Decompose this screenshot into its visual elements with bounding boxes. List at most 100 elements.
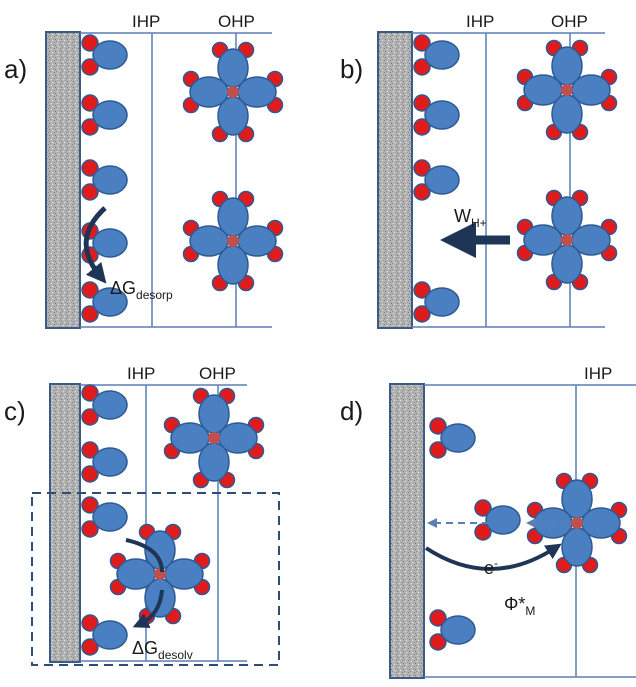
electrode [377, 31, 413, 329]
hydrogen-atom [81, 183, 99, 201]
hydrogen-atom [413, 183, 431, 201]
water-molecule [81, 384, 128, 426]
solvated-cation [516, 189, 618, 291]
hydrogen-atom [413, 118, 431, 136]
hydrogen-atom [429, 441, 447, 459]
oxygen-body [189, 76, 229, 108]
water-molecule [413, 159, 460, 201]
water-molecule [81, 94, 128, 136]
oxygen-body [92, 228, 128, 258]
hydrogen-atom [81, 384, 99, 402]
cation-core [227, 235, 239, 247]
water-molecule [81, 441, 128, 483]
panel-d: d) IHP e- Φ*M [340, 364, 636, 679]
oxygen-body [424, 165, 460, 195]
hydrogen-atom [81, 159, 99, 177]
hydrogen-atom [81, 465, 99, 483]
hydrogen-atom [413, 58, 431, 76]
hydrogen-atom [413, 281, 431, 299]
cation-core [227, 86, 239, 98]
water-molecule [413, 34, 460, 76]
water-molecule [81, 614, 128, 656]
hydrogen-atom [81, 118, 99, 136]
hydrogen-atom [413, 94, 431, 112]
hydrogen-atom [81, 520, 99, 538]
oxygen-body [92, 287, 128, 317]
ohp-label: OHP [199, 364, 236, 383]
hydrogen-atom [81, 638, 99, 656]
oxygen-body [424, 40, 460, 70]
oxygen-body [440, 615, 476, 645]
water-molecule [413, 94, 460, 136]
ihp-label: IHP [584, 364, 612, 383]
panel-c-label: c) [4, 396, 26, 426]
hydrogen-atom [81, 58, 99, 76]
hydrogen-atom [81, 408, 99, 426]
hydrogen-atom [81, 305, 99, 323]
water-molecule [429, 609, 476, 651]
oxygen-body [92, 620, 128, 650]
hydrogen-atom [429, 609, 447, 627]
adsorbed-water-column [81, 34, 128, 323]
oxygen-body [92, 100, 128, 130]
hydrogen-atom [81, 94, 99, 112]
ihp-label: IHP [466, 12, 494, 31]
oxygen-body [92, 447, 128, 477]
oxygen-body [92, 40, 128, 70]
desorption-arrow [83, 206, 107, 284]
panel-b-label: b) [340, 54, 363, 84]
cation-core [561, 84, 573, 96]
solvated-cation [109, 523, 211, 625]
adsorbed-water-column [413, 34, 460, 323]
focus-region-box [31, 492, 280, 666]
hydrogen-atom [413, 305, 431, 323]
desolvation-arrow-upper [125, 538, 164, 573]
cation-core [571, 517, 583, 529]
hydrogen-atom [81, 496, 99, 514]
ohp-label: OHP [218, 12, 255, 31]
panel-c: c) IHP OHP ΔGdesolv [4, 364, 280, 666]
water-molecule [81, 34, 128, 76]
adsorbed-water-column [81, 384, 128, 656]
adsorbed-water-column [429, 417, 476, 651]
oxygen-body [92, 390, 128, 420]
solvated-cation [182, 190, 284, 292]
oxygen-body [170, 422, 210, 454]
solvated-cation [163, 387, 265, 489]
electron-label: e- [484, 556, 498, 578]
oxygen-body [116, 558, 156, 590]
hydrogen-atom [413, 34, 431, 52]
oxygen-body [424, 100, 460, 130]
oxygen-body [424, 287, 460, 317]
solvated-cation [526, 472, 628, 574]
oxygen-body [523, 224, 563, 256]
electrode [389, 383, 425, 679]
hydrogen-atom [474, 499, 492, 517]
water-molecule [413, 281, 460, 323]
hydrogen-atom [81, 441, 99, 459]
water-molecule [429, 417, 476, 459]
ihp-label: IHP [132, 12, 160, 31]
water-molecule [81, 281, 128, 323]
solvated-cation [516, 39, 618, 141]
desorption-energy-label: ΔGdesorp [110, 278, 173, 302]
hydrogen-atom [429, 417, 447, 435]
panel-a: a) IHP OHP ΔGdesorp [4, 12, 284, 329]
ihp-label: IHP [127, 364, 155, 383]
panel-d-label: d) [340, 396, 363, 426]
cation-core [208, 432, 220, 444]
hydrogen-atom [81, 34, 99, 52]
cation-core [561, 234, 573, 246]
oxygen-body [92, 165, 128, 195]
electron-transfer-arrow [424, 543, 562, 571]
desolvation-energy-label: ΔGdesolv [132, 638, 193, 662]
oxygen-body [440, 423, 476, 453]
work-function-label: Φ*M [504, 594, 535, 618]
water-molecule [81, 496, 128, 538]
ohp-label: OHP [551, 12, 588, 31]
water-molecule [81, 159, 128, 201]
hydrogen-atom [429, 633, 447, 651]
electrode [45, 31, 81, 329]
